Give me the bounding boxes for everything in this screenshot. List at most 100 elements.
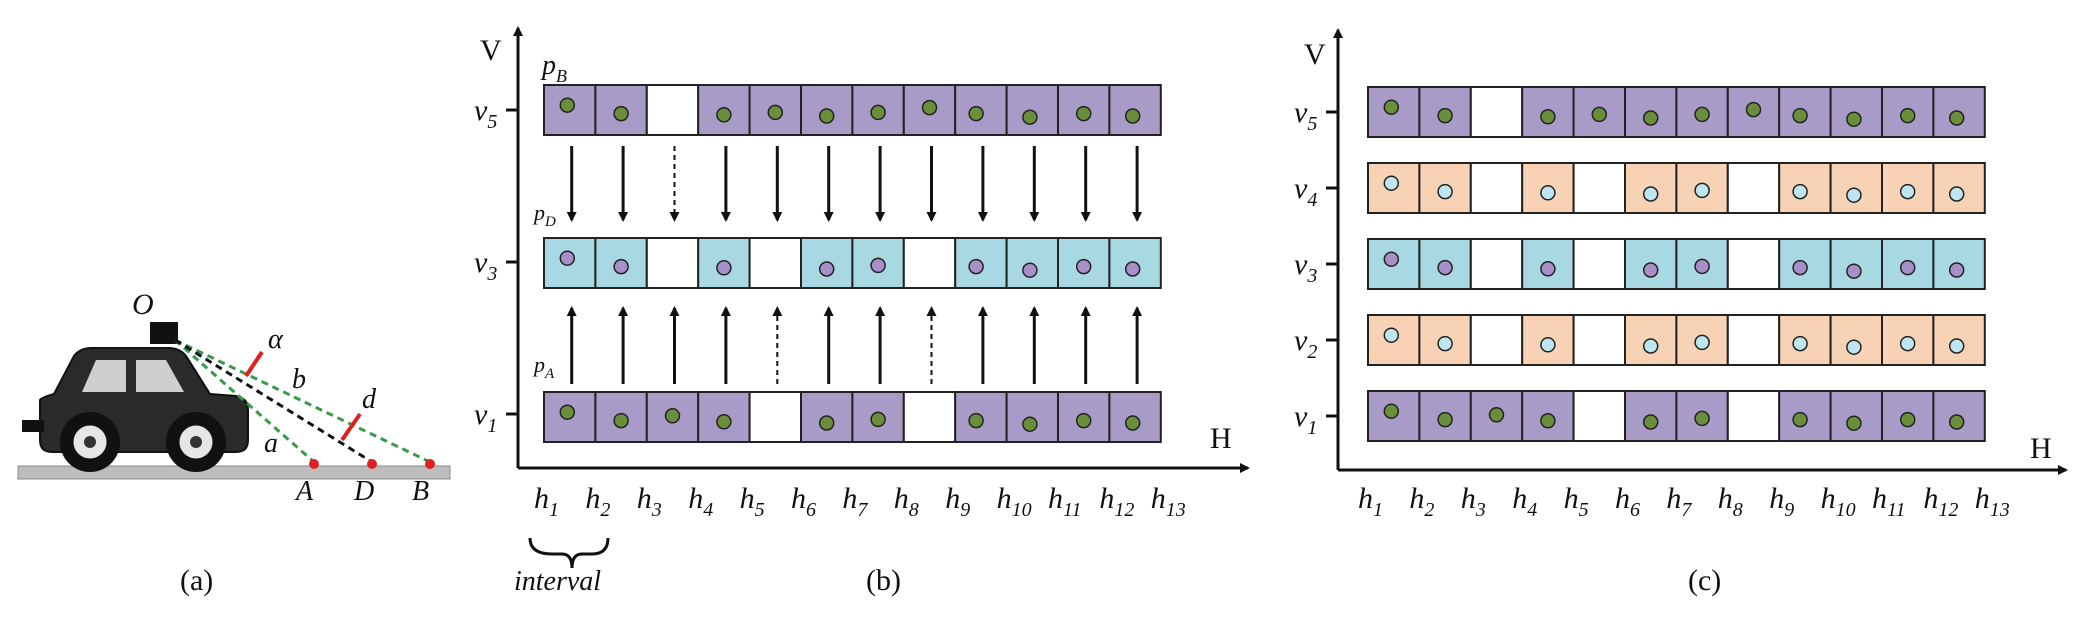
row-label-v1: v (474, 398, 488, 431)
c-point-v1-6 (1642, 414, 1659, 430)
c-point-v1-10 (1846, 415, 1862, 431)
row-label-v5: v (474, 94, 488, 127)
c-cell-v4-3 (1469, 162, 1524, 214)
label-D: D (353, 476, 374, 507)
c-point-v3-2 (1437, 259, 1453, 276)
c-tick-h13: h13 (1975, 482, 2010, 521)
c-point-v2-4 (1540, 337, 1556, 353)
c-tick-h8: h8 (1718, 482, 1743, 521)
c-point-v3-6 (1642, 262, 1659, 278)
row-label-v1-sub: 1 (487, 415, 497, 437)
c-point-v2-7 (1694, 334, 1710, 351)
b-tick-h4: h4 (688, 482, 713, 521)
c-point-v2-6 (1642, 338, 1659, 354)
b-point-v1-7 (870, 411, 886, 428)
b-point-v5-2 (613, 105, 629, 122)
svg-text:v3: v3 (474, 246, 497, 285)
c-point-v2-10 (1846, 339, 1862, 355)
b-point-v3-1 (559, 250, 576, 266)
c-point-v1-2 (1437, 411, 1453, 428)
label-b: b (292, 364, 306, 395)
c-point-v1-9 (1792, 411, 1808, 428)
c-point-v4-10 (1846, 187, 1862, 203)
b-point-v5-5 (767, 104, 784, 121)
b-point-v1-4 (716, 414, 732, 430)
b-point-v3-7 (870, 257, 886, 274)
c-point-v2-12 (1948, 338, 1965, 354)
row-label-c-v3: v (1294, 248, 1308, 281)
b-point-v3-10 (1022, 262, 1038, 278)
angle-marker (244, 350, 264, 378)
b-point-v5-12 (1124, 108, 1141, 124)
c-point-v3-4 (1540, 261, 1556, 277)
b-point-v1-10 (1022, 416, 1038, 432)
c-point-v4-4 (1540, 185, 1556, 201)
c-point-v3-10 (1846, 263, 1862, 279)
c-point-v5-8 (1745, 101, 1762, 118)
c-point-v3-9 (1792, 259, 1808, 276)
b-point-v3-6 (818, 261, 835, 277)
b-tick-h8: h8 (894, 482, 919, 521)
b-tick-h13: h13 (1151, 482, 1186, 521)
b-point-v3-4 (716, 260, 732, 276)
c-cell-v2-12 (1932, 314, 1986, 366)
c-tick-h3: h3 (1461, 482, 1486, 521)
c-tick-h6: h6 (1615, 482, 1640, 521)
arrows-b (566, 146, 1143, 384)
c-cell-v5-3 (1469, 86, 1524, 138)
c-point-v1-7 (1694, 410, 1710, 427)
b-point-v5-9 (968, 105, 984, 122)
svg-text:v3: v3 (1294, 248, 1317, 287)
c-cell-v2-3 (1469, 314, 1524, 366)
road (17, 465, 451, 480)
b-cell-v1-12 (1108, 391, 1162, 443)
label-alpha: α (268, 324, 284, 355)
grid-b (543, 84, 1162, 443)
c-point-v3-7 (1694, 258, 1710, 275)
label-a: a (264, 428, 278, 459)
c-cell-v4-8 (1726, 162, 1781, 214)
b-tick-h9: h9 (945, 482, 970, 521)
b-cell-v1-8 (902, 391, 957, 443)
car-illustration (22, 322, 249, 472)
b-point-v5-11 (1075, 105, 1092, 122)
caption-a: (a) (180, 564, 213, 597)
c-point-v1-11 (1899, 411, 1916, 428)
row-label-c-v5: v (1294, 96, 1308, 129)
c-cell-v3-8 (1726, 238, 1781, 290)
distance-marker (340, 412, 362, 442)
c-point-v4-1 (1383, 175, 1400, 191)
row-labels-c: v5 v4 v3 v2 v1 (1294, 96, 1317, 439)
b-tick-h2: h2 (585, 482, 610, 521)
c-cell-v1-8 (1726, 390, 1781, 442)
axis-h-label: H (1210, 422, 1232, 455)
c-cell-v2-5 (1572, 314, 1626, 366)
b-point-v5-8 (921, 99, 938, 116)
c-tick-h1: h1 (1358, 482, 1383, 521)
axis-v-label-c: V (1304, 38, 1326, 71)
c-point-v5-2 (1437, 107, 1453, 124)
c-point-v1-12 (1948, 414, 1965, 430)
c-cell-v4-7 (1675, 162, 1729, 214)
row-label-v3: v (474, 246, 488, 279)
b-point-v5-6 (818, 108, 835, 124)
row-ticks-b (506, 108, 518, 416)
b-cell-v1-5 (748, 391, 802, 443)
b-point-v1-11 (1075, 412, 1092, 429)
b-tick-h10: h10 (997, 482, 1032, 521)
c-point-v2-9 (1792, 335, 1808, 352)
c-tick-h11: h11 (1872, 482, 1906, 521)
b-point-v3-12 (1124, 261, 1141, 277)
c-point-v2-2 (1437, 335, 1453, 352)
c-cell-v2-8 (1726, 314, 1781, 366)
b-tick-h7: h7 (842, 482, 868, 521)
row-ticks-c (1326, 110, 1338, 418)
b-cell-v5-3 (645, 84, 700, 136)
c-tick-h5: h5 (1564, 482, 1589, 521)
c-point-v5-6 (1642, 110, 1659, 126)
row-label-c-v2: v (1294, 324, 1308, 357)
c-cell-v3-3 (1469, 238, 1524, 290)
